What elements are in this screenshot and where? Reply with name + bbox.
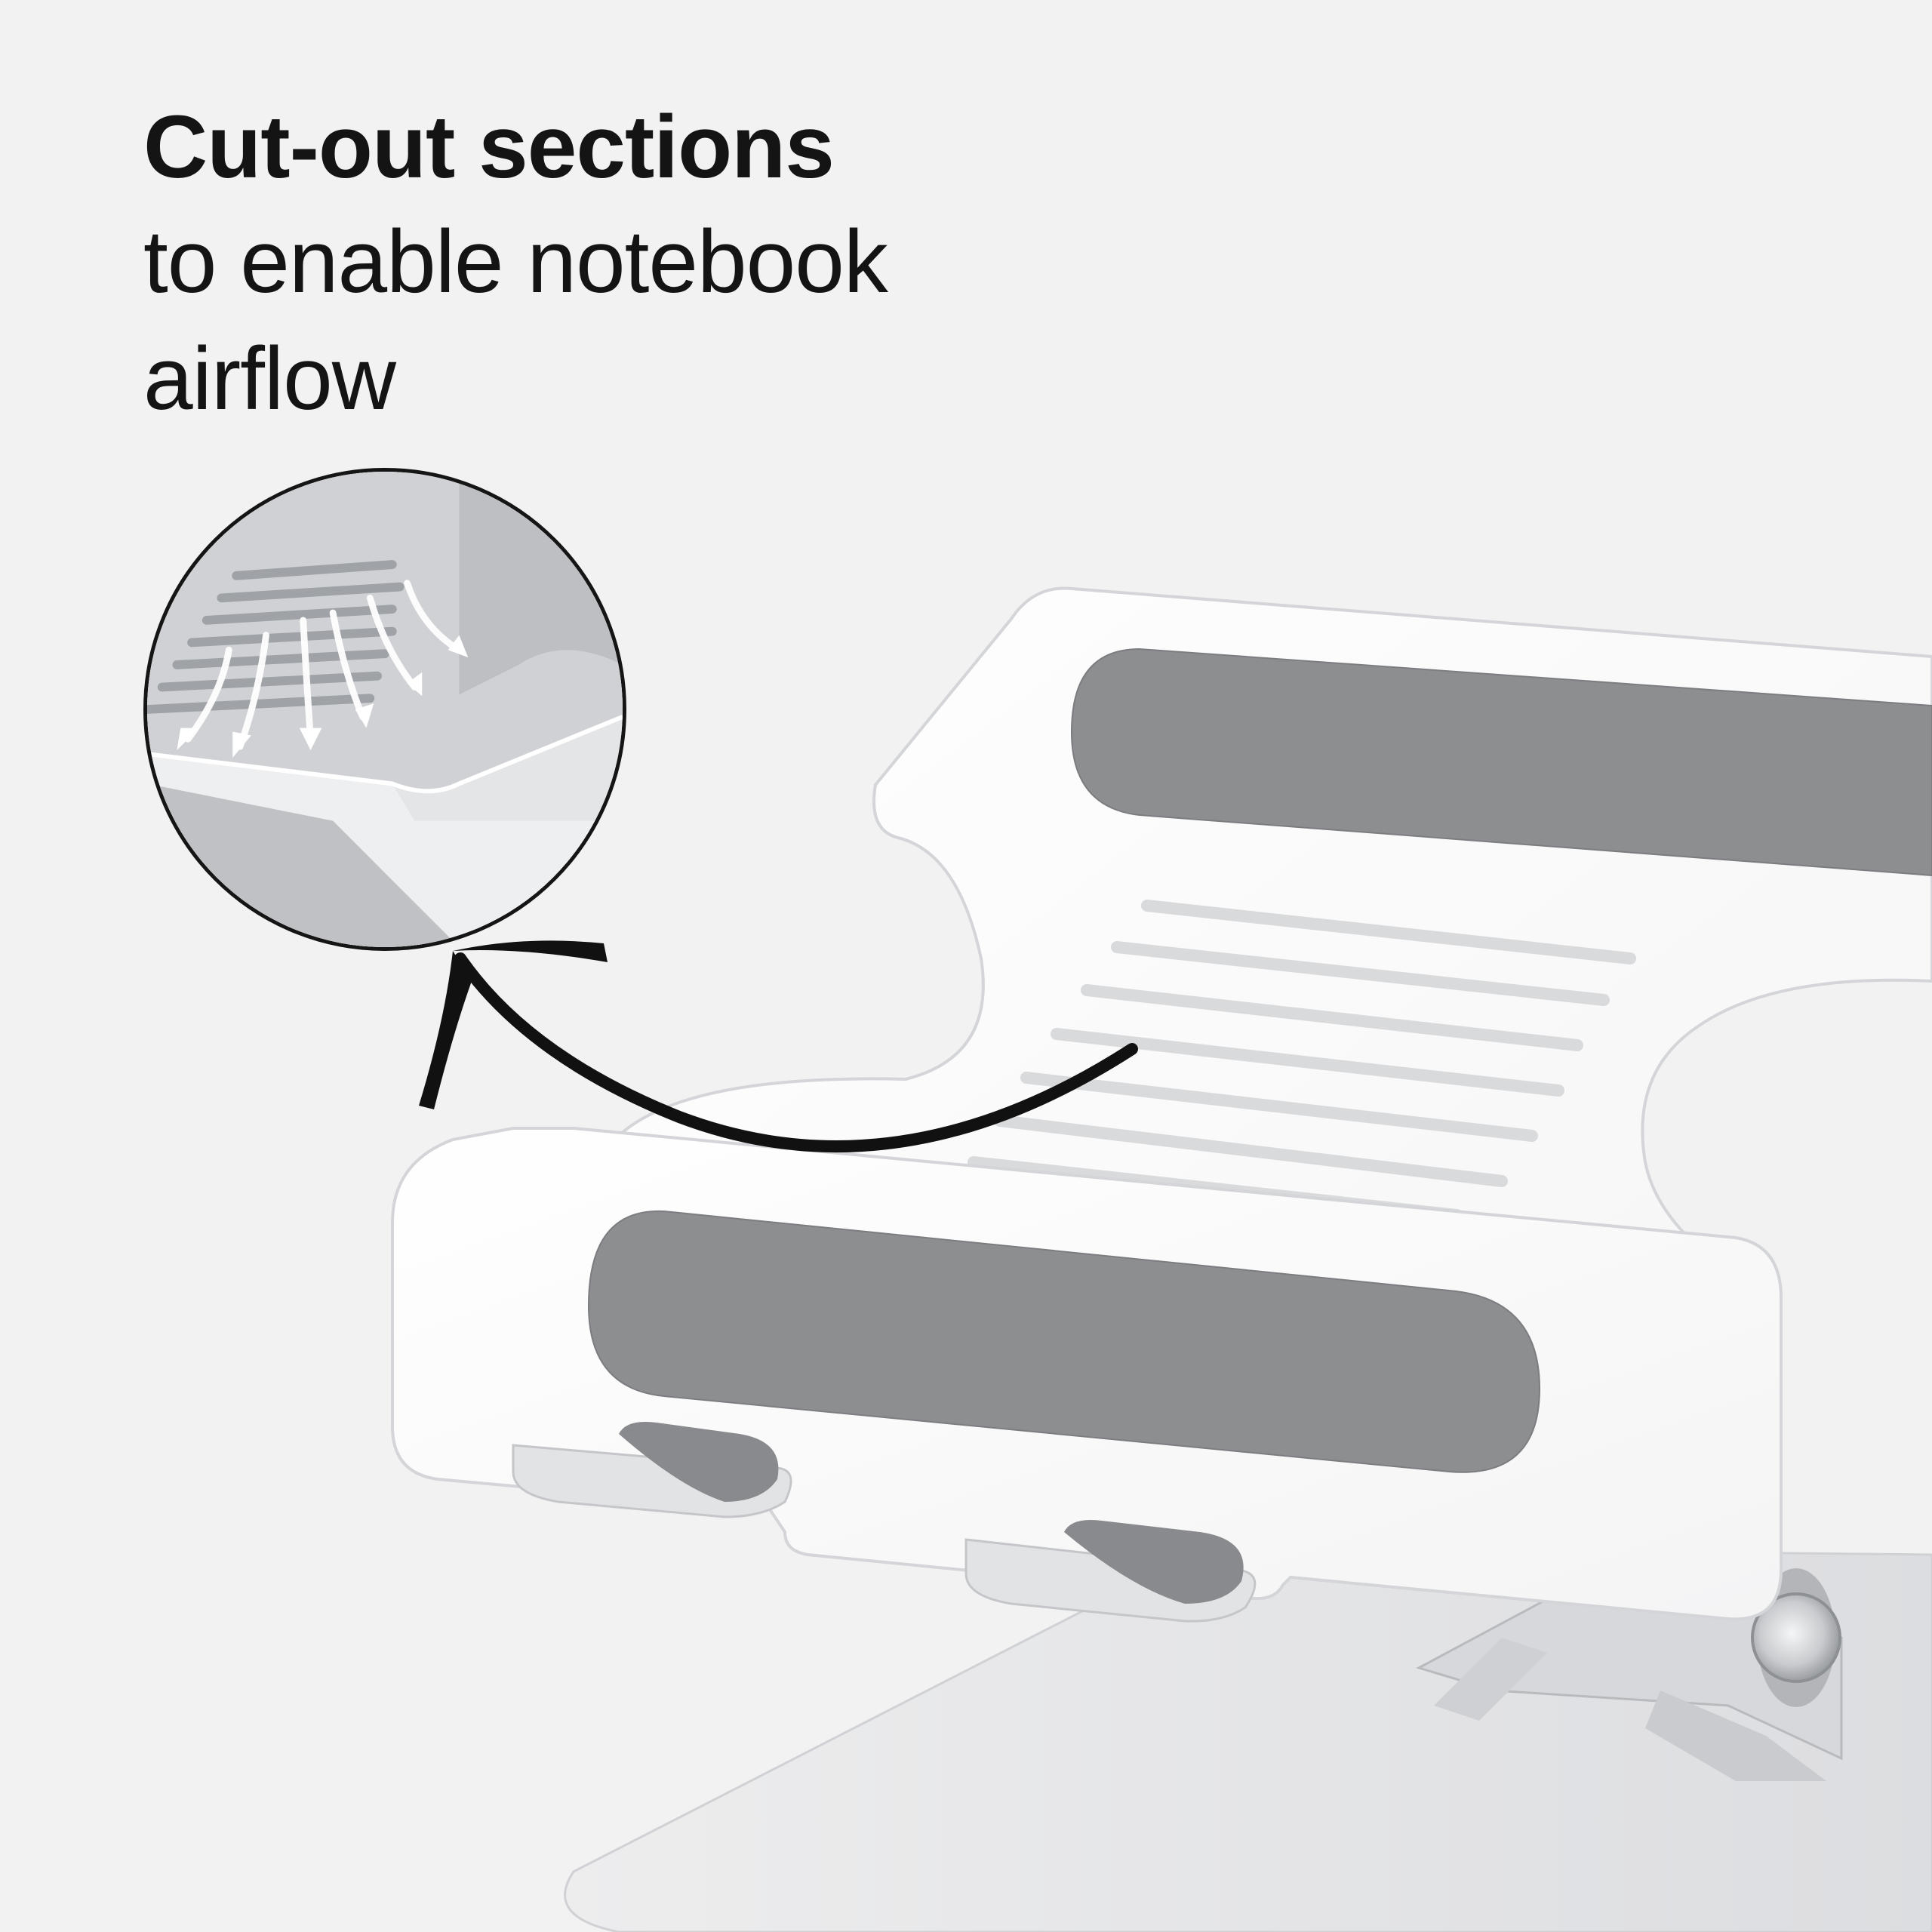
lower-pad [587, 1210, 1541, 1473]
front-hooks [512, 1422, 1257, 1623]
headline-line-3: airflow [143, 329, 396, 429]
upper-pad [1070, 648, 1932, 877]
airflow-detail-magnifier-icon [143, 468, 626, 951]
headline: Cut-out sections to enable notebook airf… [143, 91, 888, 438]
headline-bold: Cut-out sections [143, 97, 835, 197]
headline-line-2: to enable notebook [143, 212, 888, 312]
